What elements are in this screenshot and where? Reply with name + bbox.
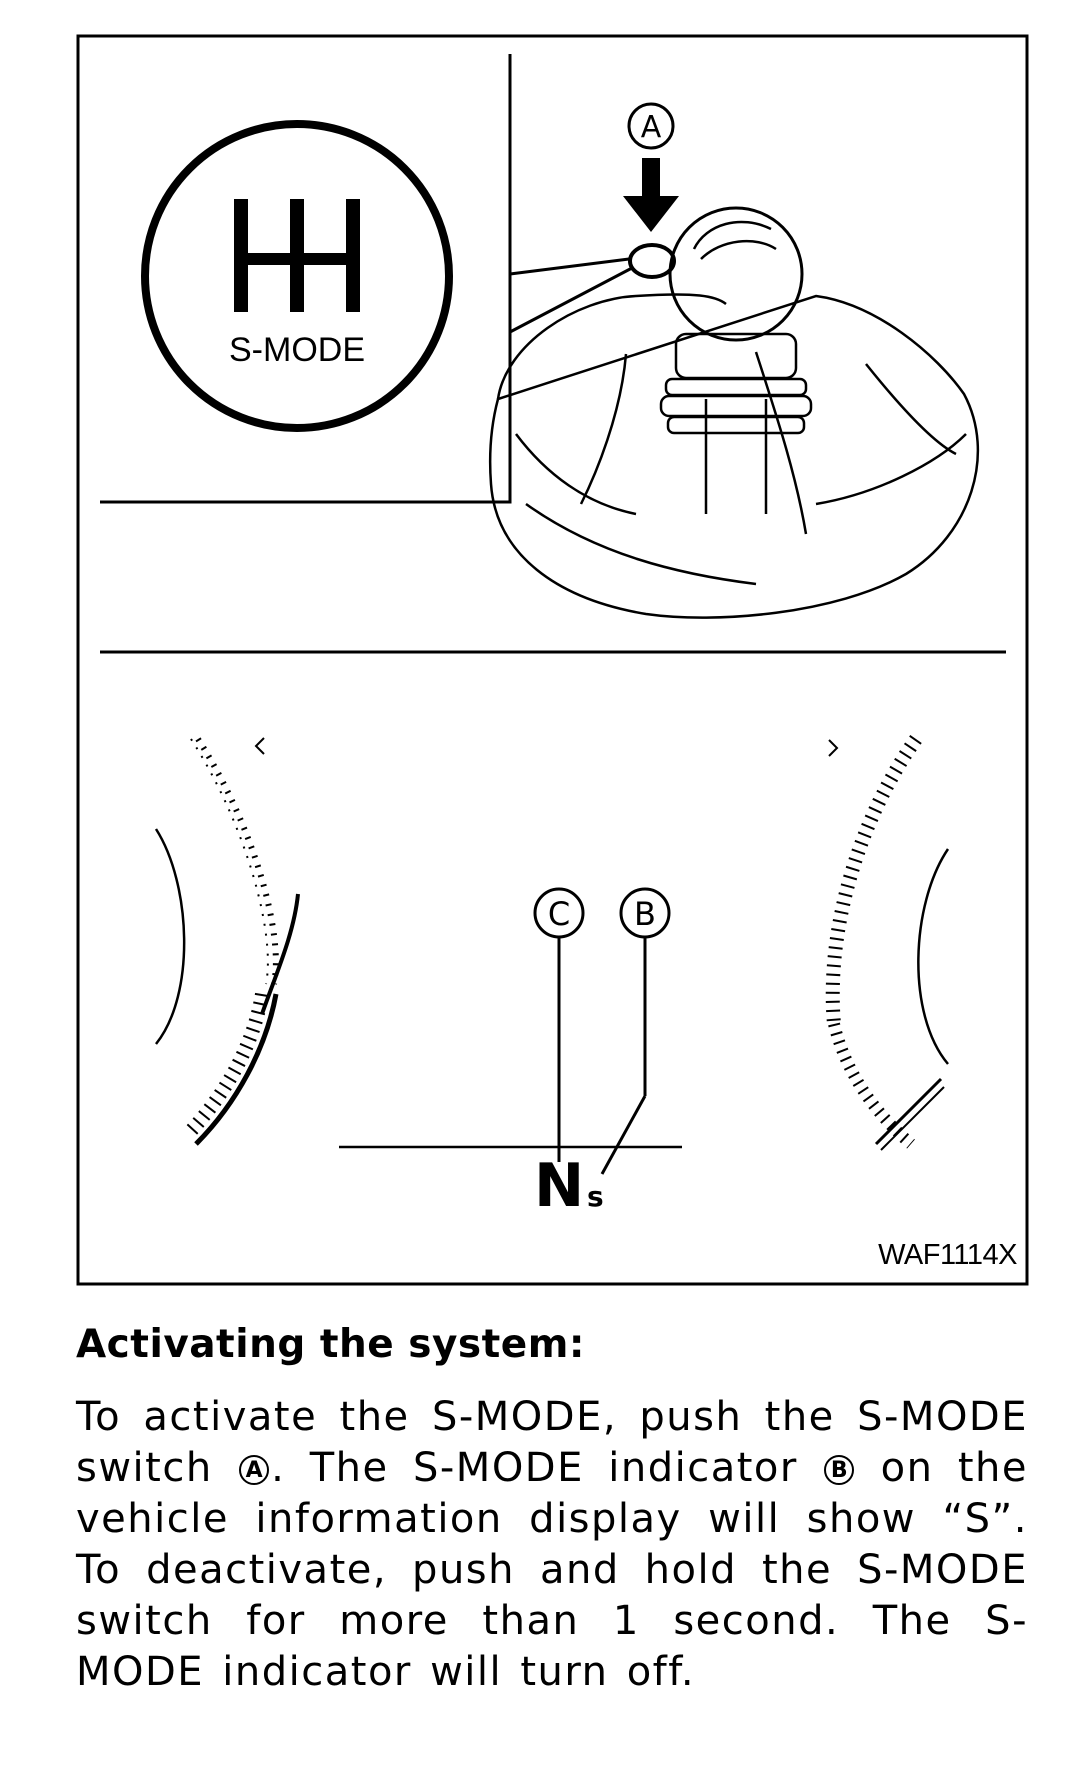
gear-position-indicator: N [534, 1151, 584, 1221]
figure-frame [76, 34, 1029, 1286]
left-gauge [154, 737, 300, 1146]
callout-b-marker: B [600, 887, 671, 1175]
down-arrow-icon [623, 158, 679, 232]
callout-c-label: C [548, 895, 570, 933]
reference-b-badge: B [824, 1455, 855, 1485]
reference-a-badge: A [239, 1455, 270, 1485]
callout-a-label: A [641, 110, 662, 145]
illustration-figure: S-MODE A [76, 34, 1029, 1286]
switch-icon-label: S-MODE [229, 331, 365, 369]
s-mode-switch-icon: S-MODE [141, 120, 453, 432]
shift-lever-drawing [488, 206, 980, 619]
body-text-part-3: on the vehicle information display will … [76, 1445, 1029, 1695]
callout-b-label: B [634, 895, 656, 933]
section-body-text: To activate the S-MODE, push the S-MODE … [76, 1392, 1028, 1698]
callout-c-marker: C [533, 887, 585, 1162]
s-mode-indicator: s [587, 1180, 604, 1213]
illustration-drawing: S-MODE A [76, 34, 1029, 1286]
callout-a-marker: A [627, 102, 675, 150]
section-heading: Activating the system: [76, 1322, 585, 1367]
right-gauge [825, 734, 950, 1151]
body-text-part-1: To activate the S-MODE, push the S-MODE … [76, 1394, 1028, 1491]
s-mode-switch-button [628, 243, 676, 279]
body-text-part-2: . The S-MODE indicator [271, 1445, 823, 1491]
leader-line-lower [509, 266, 633, 334]
inset-border [100, 54, 512, 504]
leader-line-upper [509, 257, 630, 276]
figure-code: WAF1114X [878, 1239, 1017, 1271]
